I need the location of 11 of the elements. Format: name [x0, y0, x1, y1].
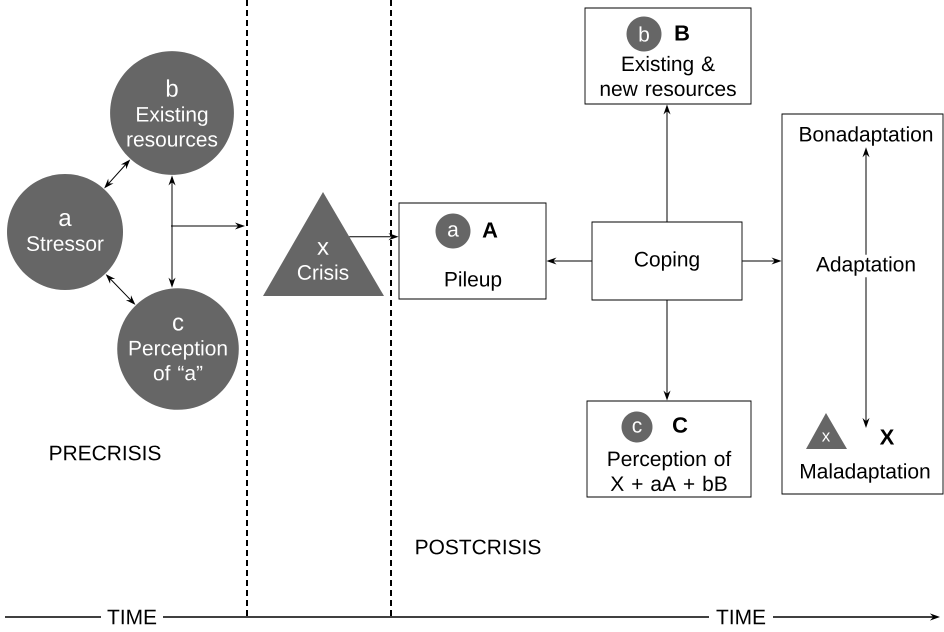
label-text: POSTCRISIS	[416, 540, 540, 554]
node-text: Adaptation	[816, 256, 915, 276]
triangle: x	[806, 413, 847, 449]
node-text: X	[880, 429, 894, 445]
node-text: Bonadaptation	[800, 126, 932, 146]
box: Coping	[592, 222, 742, 300]
label-text: PRECRISIS	[50, 446, 160, 460]
triangle: x Crisis	[263, 192, 384, 296]
label-text: TIME	[716, 610, 766, 624]
label-text: Maladaptation	[801, 463, 930, 483]
label-text: TIME	[108, 610, 156, 624]
